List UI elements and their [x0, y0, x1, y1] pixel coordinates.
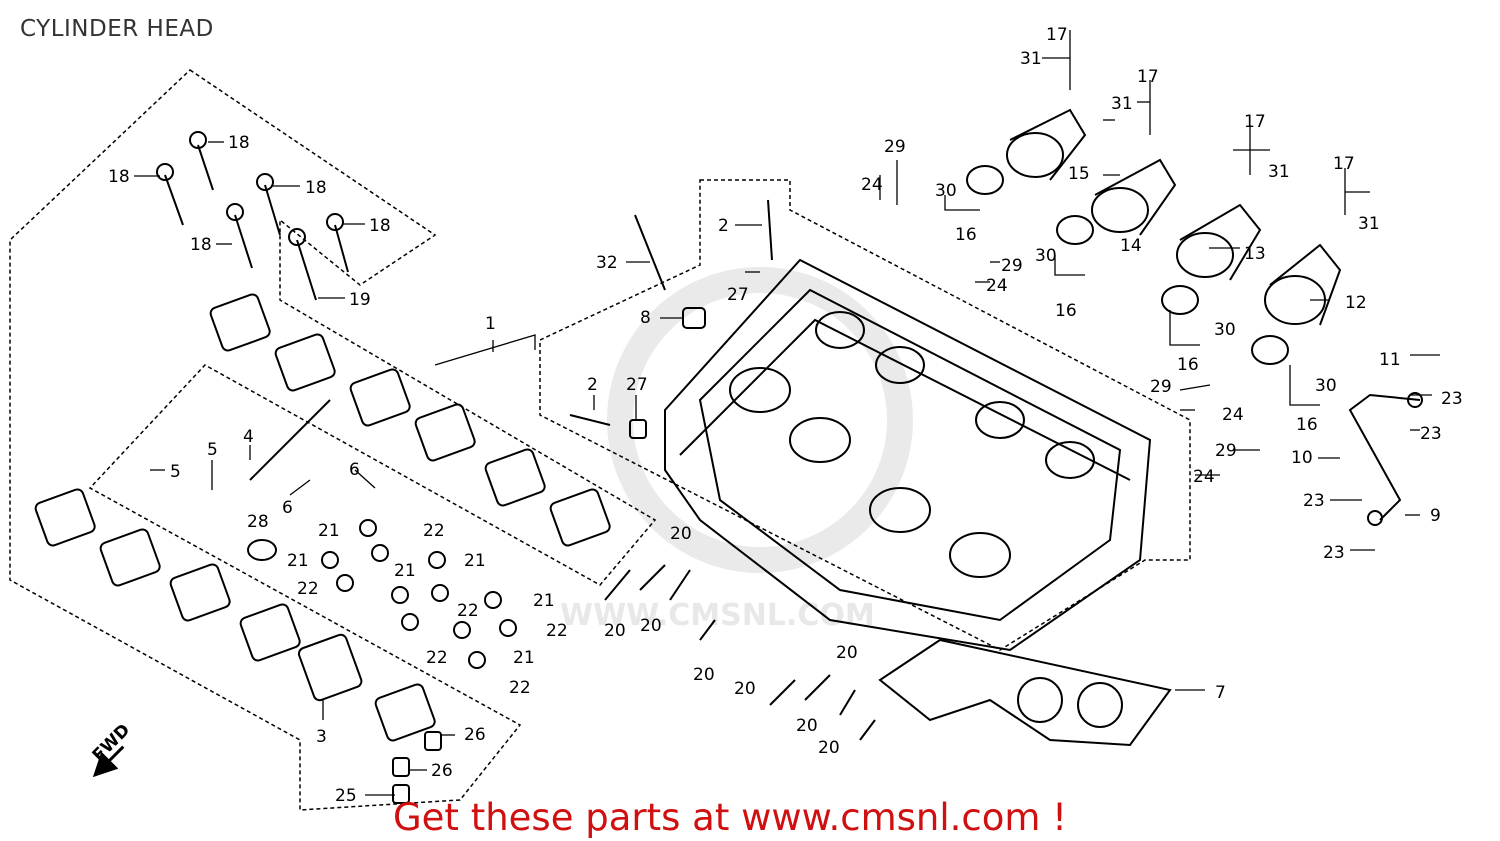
callout-20: 20 [693, 665, 715, 685]
callout-6: 6 [282, 498, 293, 518]
callout-20: 20 [640, 616, 662, 636]
callout-18: 18 [305, 178, 327, 198]
callout-2: 2 [718, 216, 729, 236]
callout-19: 19 [349, 290, 371, 310]
cylinder-head [664, 258, 1172, 747]
callout-24: 24 [1222, 405, 1244, 425]
callout-23: 23 [1441, 389, 1463, 409]
callout-13: 13 [1244, 244, 1266, 264]
callout-26: 26 [431, 761, 453, 781]
intake-manifolds [966, 108, 1342, 365]
callout-30: 30 [935, 181, 957, 201]
callout-22: 22 [509, 678, 531, 698]
callout-20: 20 [818, 738, 840, 758]
callout-17: 17 [1333, 154, 1355, 174]
callout-10: 10 [1291, 448, 1313, 468]
callout-16: 16 [955, 225, 977, 245]
watermark: WWW.CMSNL.COM [560, 267, 913, 633]
callout-23: 23 [1323, 543, 1345, 563]
callout-26: 26 [464, 725, 486, 745]
callout-27: 27 [727, 285, 749, 305]
callout-27: 27 [626, 375, 648, 395]
callout-12: 12 [1345, 293, 1367, 313]
callout-18: 18 [190, 235, 212, 255]
callout-22: 22 [546, 621, 568, 641]
callout-labels: 1 2 2 3 4 5 5 6 6 7 8 9 10 11 12 13 14 1… [108, 25, 1463, 806]
callout-25: 25 [335, 786, 357, 806]
callout-31: 31 [1358, 214, 1380, 234]
callout-18: 18 [369, 216, 391, 236]
callout-31: 31 [1020, 49, 1042, 69]
callout-2: 2 [587, 375, 598, 395]
callout-15: 15 [1068, 164, 1090, 184]
callout-30: 30 [1315, 376, 1337, 396]
small-parts [247, 199, 876, 804]
callout-6: 6 [349, 460, 360, 480]
callout-24: 24 [986, 276, 1008, 296]
callout-30: 30 [1214, 320, 1236, 340]
head-bolts [156, 131, 349, 301]
callout-29: 29 [884, 137, 906, 157]
fwd-indicator: FWD [89, 720, 134, 778]
callout-20: 20 [796, 716, 818, 736]
callout-22: 22 [426, 648, 448, 668]
callout-22: 22 [423, 521, 445, 541]
assembly-outline-left [9, 69, 657, 811]
callout-24: 24 [1193, 467, 1215, 487]
callout-5: 5 [207, 440, 218, 460]
callout-16: 16 [1177, 355, 1199, 375]
callout-21: 21 [464, 551, 486, 571]
callout-21: 21 [394, 561, 416, 581]
callout-18: 18 [108, 167, 130, 187]
callout-5: 5 [170, 462, 181, 482]
callout-17: 17 [1244, 112, 1266, 132]
diagram-title: CYLINDER HEAD [20, 16, 214, 42]
callout-9: 9 [1430, 506, 1441, 526]
callout-16: 16 [1055, 301, 1077, 321]
callout-20: 20 [836, 643, 858, 663]
callout-32: 32 [596, 253, 618, 273]
callout-29: 29 [1150, 377, 1172, 397]
callout-29: 29 [1215, 441, 1237, 461]
callout-30: 30 [1035, 246, 1057, 266]
callout-20: 20 [604, 621, 626, 641]
callout-7: 7 [1215, 683, 1226, 703]
callout-29: 29 [1001, 256, 1023, 276]
callout-31: 31 [1268, 162, 1290, 182]
callout-18: 18 [228, 133, 250, 153]
callout-20: 20 [734, 679, 756, 699]
callout-17: 17 [1046, 25, 1068, 45]
callout-14: 14 [1120, 236, 1142, 256]
callout-23: 23 [1420, 424, 1442, 444]
callout-22: 22 [457, 601, 479, 621]
callout-3: 3 [316, 727, 327, 747]
footer-parts-link[interactable]: Get these parts at www.cmsnl.com ! [393, 796, 1068, 839]
callout-1: 1 [485, 314, 496, 334]
callout-8: 8 [640, 308, 651, 328]
oil-pipe [1348, 392, 1423, 526]
callout-11: 11 [1379, 350, 1401, 370]
callout-24: 24 [861, 175, 883, 195]
callout-17: 17 [1137, 67, 1159, 87]
callout-23: 23 [1303, 491, 1325, 511]
callout-16: 16 [1296, 415, 1318, 435]
leader-lines [134, 30, 1440, 796]
callout-20: 20 [670, 524, 692, 544]
watermark-text: WWW.CMSNL.COM [560, 598, 875, 633]
callout-21: 21 [318, 521, 340, 541]
callout-21: 21 [533, 591, 555, 611]
callout-21: 21 [513, 648, 535, 668]
callout-21: 21 [287, 551, 309, 571]
callout-28: 28 [247, 512, 269, 532]
callout-4: 4 [243, 427, 254, 447]
cam-holders [34, 293, 611, 742]
callout-31: 31 [1111, 94, 1133, 114]
callout-22: 22 [297, 579, 319, 599]
cylinder-head-outline [539, 179, 1191, 651]
